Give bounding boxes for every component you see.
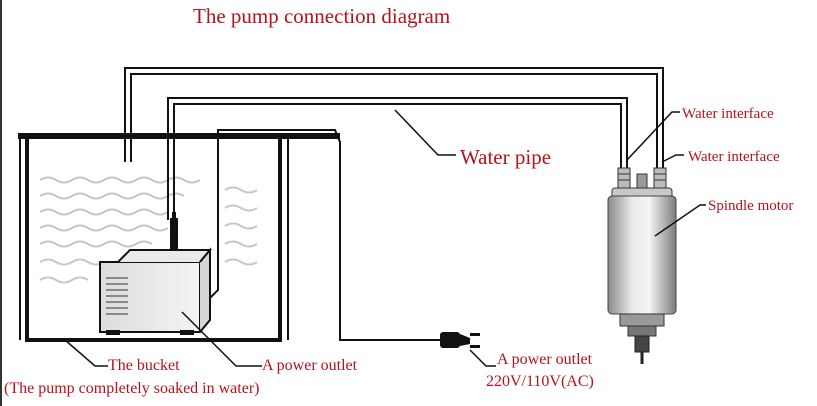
- water-pipe-label: Water pipe: [460, 145, 552, 169]
- power-plug: [440, 332, 480, 348]
- pump-power-cable: [195, 129, 440, 341]
- pump: [99, 212, 213, 335]
- water-interface-label-1: Water interface: [682, 106, 774, 122]
- bucket-note-label: (The pump completely soaked in water): [4, 380, 260, 397]
- voltage-label: 220V/110V(AC): [486, 373, 594, 390]
- water-waves: [39, 176, 258, 284]
- spindle-motor-label: Spindle motor: [708, 198, 794, 214]
- spindle-motor: [607, 167, 677, 364]
- bucket: [18, 133, 340, 342]
- water-pipe-inner: [167, 97, 628, 220]
- leader-lines: [64, 109, 706, 367]
- bucket-label: The bucket: [108, 357, 180, 374]
- pump-power-outlet-label: A power outlet: [262, 357, 358, 374]
- page-title: The pump connection diagram: [193, 4, 451, 28]
- water-interface-label-2: Water interface: [688, 149, 780, 165]
- plug-power-outlet-label: A power outlet: [497, 351, 593, 368]
- water-pipe-outer: [124, 67, 664, 168]
